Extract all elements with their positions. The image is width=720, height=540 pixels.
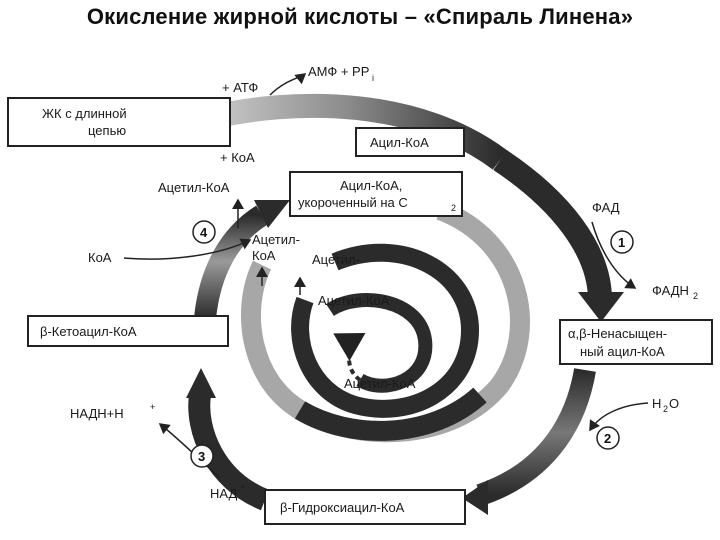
arrow-to-unsat-head bbox=[578, 292, 624, 322]
nad-label: НАД bbox=[210, 486, 237, 501]
acetyl-inner1-line1: Ацетил- bbox=[252, 232, 300, 247]
step-2-number: 2 bbox=[604, 431, 611, 446]
ketoacyl-coa-box: β-Кетоацил-КоА bbox=[27, 315, 229, 347]
coa-plus-label: + КоА bbox=[220, 150, 255, 165]
unsaturated-acyl-coa-box: α,β-Ненасыщен- ный ацил-КоА bbox=[559, 319, 713, 365]
atp-label: + АТФ bbox=[222, 80, 258, 95]
shortened-acyl-label-line2: укороченный на С bbox=[298, 195, 408, 210]
nadh-arrow bbox=[158, 423, 221, 479]
unsaturated-acyl-label-line2: ный ацил-КоА bbox=[580, 344, 665, 359]
arrow-to-keto-head bbox=[186, 368, 216, 398]
step-3-number: 3 bbox=[198, 449, 205, 464]
ketoacyl-label: β-Кетоацил-КоА bbox=[40, 324, 137, 339]
step-4-marker: 4 bbox=[192, 220, 216, 244]
fatty-acid-box: ЖК с длинной цепью bbox=[7, 97, 231, 147]
step-2-marker: 2 bbox=[596, 426, 620, 450]
amp-subscript: i bbox=[372, 73, 374, 83]
shortened-acyl-coa-box: Ацил-КоА, укороченный на С 2 bbox=[289, 171, 463, 217]
spiral-outer-top-band bbox=[197, 93, 508, 170]
spiral-second-turn-dark bbox=[294, 387, 487, 441]
spiral-outer-left-band bbox=[194, 205, 269, 320]
spiral-outer-lower-right-band bbox=[476, 368, 596, 506]
page-title: Окисление жирной кислоты – «Спираль Лине… bbox=[86, 4, 634, 29]
step-3-marker: 3 bbox=[190, 444, 214, 468]
fad-label: ФАД bbox=[592, 200, 620, 215]
fatty-acid-label-line1: ЖК с длинной bbox=[42, 106, 127, 121]
fadh-subscript: 2 bbox=[693, 291, 698, 301]
spiral-inner-turn bbox=[326, 293, 433, 393]
acetyl-coa-top-label: Ацетил-КоА bbox=[158, 180, 230, 195]
coa-left-label: КоА bbox=[88, 250, 112, 265]
acetyl-inner2-label: Ацетил- bbox=[312, 252, 360, 267]
h2o-subscript: 2 bbox=[663, 404, 668, 414]
coa-entry-arrow bbox=[123, 238, 252, 260]
shortened-acyl-label-line1: Ацил-КоА, bbox=[340, 178, 402, 193]
spiral-center-dashed bbox=[333, 332, 366, 382]
spiral-outer-right-band bbox=[493, 150, 612, 301]
acetyl-bottom-label: Ацетил-КоА bbox=[344, 376, 416, 391]
shortened-acyl-subscript: 2 bbox=[451, 203, 456, 213]
fad-arrow bbox=[591, 221, 637, 289]
hydroxyacyl-label: β-Гидроксиацил-КоА bbox=[280, 500, 405, 515]
hydroxyacyl-coa-box: β-Гидроксиацил-КоА bbox=[264, 489, 466, 525]
amp-release-arrow bbox=[269, 73, 307, 96]
h2o-label: Н bbox=[652, 396, 661, 411]
acyl-coa-label: Ацил-КоА bbox=[370, 135, 429, 150]
acetyl-inner3-label: Ацетил-КоА bbox=[318, 293, 390, 308]
nad-superscript: + bbox=[240, 482, 245, 492]
fadh-label: ФАДН bbox=[652, 283, 689, 298]
step-4-number: 4 bbox=[200, 225, 208, 240]
arrow-to-hydroxy-head bbox=[462, 480, 488, 515]
h2o-tail: О bbox=[669, 396, 679, 411]
arrow-to-short-acyl-head bbox=[254, 200, 290, 228]
amp-label: АМФ + PP bbox=[308, 64, 369, 79]
spiral-third-turn bbox=[291, 243, 480, 418]
fatty-acid-label-line2: цепью bbox=[88, 123, 126, 138]
h2o-arrow bbox=[589, 402, 649, 432]
nadh-superscript: + bbox=[150, 402, 155, 412]
acetyl-inner1-line2: КоА bbox=[252, 248, 276, 263]
step-1-number: 1 bbox=[618, 235, 625, 250]
nadh-label: НАДН+Н bbox=[70, 406, 124, 421]
acyl-coa-box: Ацил-КоА bbox=[355, 127, 465, 157]
unsaturated-acyl-label-line1: α,β-Ненасыщен- bbox=[568, 326, 667, 341]
step-1-marker: 1 bbox=[610, 230, 634, 254]
